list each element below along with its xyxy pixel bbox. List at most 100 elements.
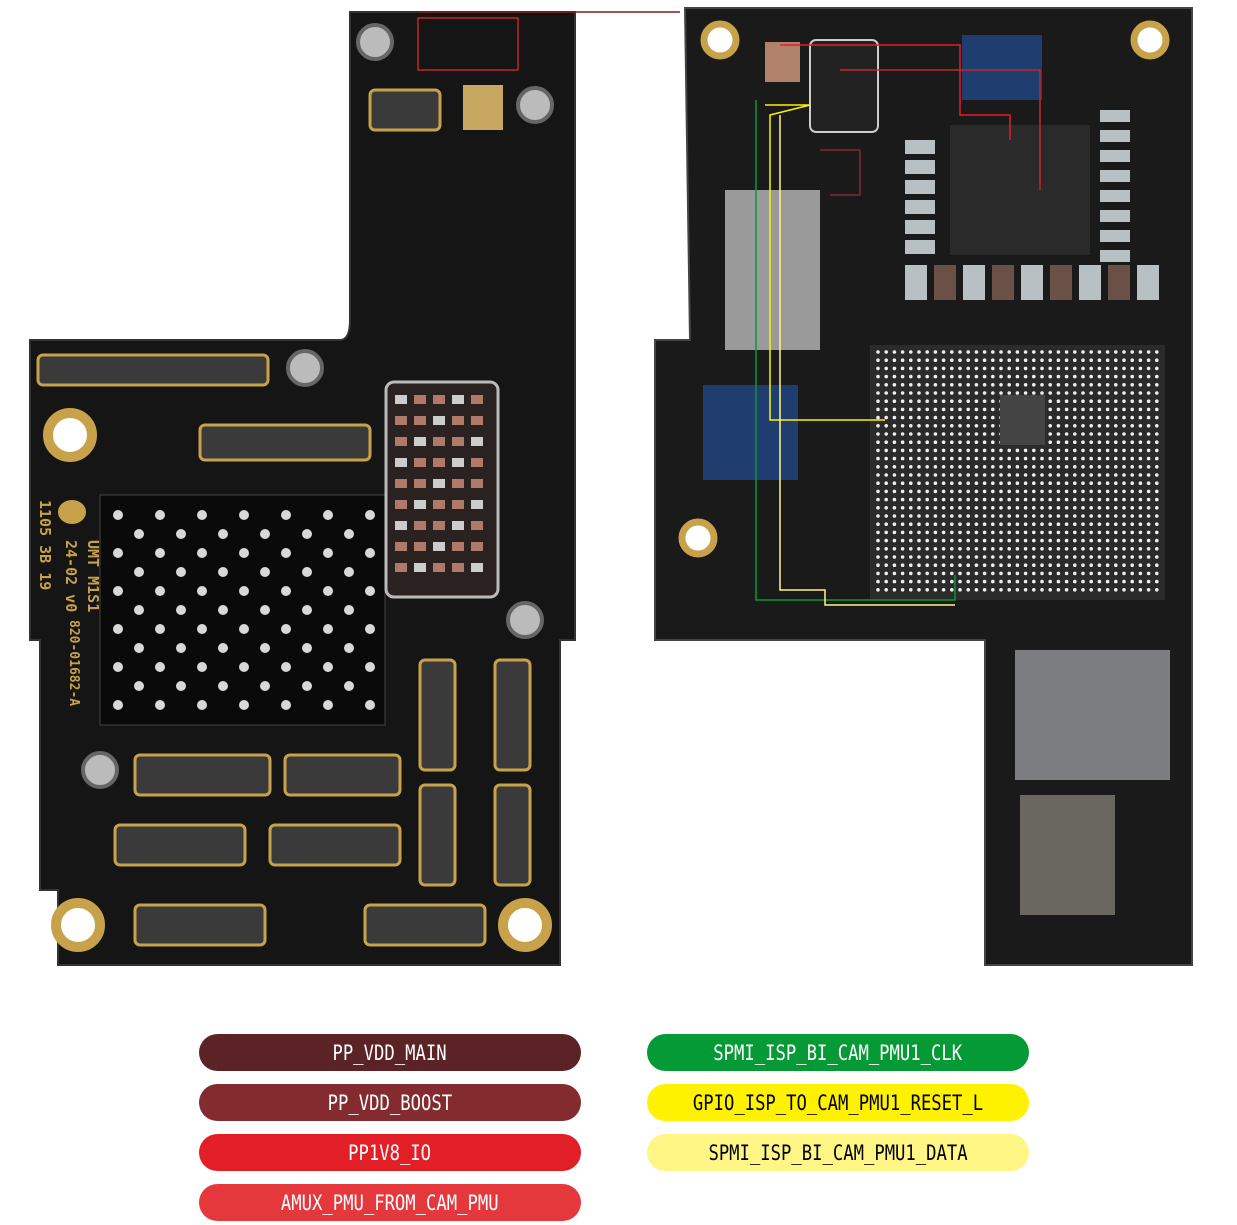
bga-ball: [958, 481, 962, 486]
component: [414, 563, 426, 572]
bga-ball: [982, 571, 987, 576]
component: [905, 160, 935, 174]
flex-connector: [283, 753, 402, 797]
bga-ball: [966, 448, 970, 453]
bga-ball: [950, 506, 954, 510]
bga-ball: [1155, 448, 1159, 453]
bga-ball: [884, 514, 888, 518]
bga-ball: [958, 440, 962, 445]
bga-ball: [909, 473, 913, 477]
bga-ball: [991, 481, 995, 486]
bga-ball: [974, 465, 979, 469]
bga-ball: [900, 563, 905, 567]
legend-label: PP_VDD_MAIN: [332, 1040, 448, 1065]
bga-ball: [1105, 440, 1110, 445]
bga-ball: [1007, 506, 1011, 510]
bga-ball: [134, 567, 144, 577]
bga-ball: [966, 579, 970, 584]
bga-ball: [876, 399, 880, 404]
bga-ball: [1056, 579, 1061, 584]
bga-ball: [155, 548, 165, 558]
bga-ball: [1122, 391, 1126, 395]
bga-ball: [974, 350, 979, 354]
bga-ball: [991, 358, 995, 363]
shield-can: [1020, 795, 1115, 915]
bga-ball: [876, 538, 880, 543]
bga-ball: [1032, 522, 1036, 526]
bga-ball: [365, 548, 375, 558]
bga-ball: [1114, 563, 1118, 567]
bga-ball: [1056, 497, 1061, 502]
bga-ball: [991, 571, 995, 576]
bga-ball: [982, 383, 987, 387]
bga-ball: [933, 588, 938, 592]
bga-ball: [892, 481, 897, 486]
legend-label: GPIO_ISP_TO_CAM_PMU1_RESET_L: [692, 1090, 984, 1115]
bga-ball: [1015, 465, 1020, 469]
bga-ball: [1023, 555, 1028, 559]
bga-ball: [1122, 456, 1126, 461]
bga-ball: [950, 497, 954, 502]
component: [433, 542, 445, 551]
bga-ball: [900, 374, 905, 379]
bga-ball: [876, 563, 880, 567]
bga-ball: [884, 489, 888, 494]
bga-ball: [1122, 530, 1126, 535]
bga-ball: [1073, 399, 1077, 404]
bga-ball: [950, 522, 954, 526]
bga-ball: [365, 586, 375, 596]
bga-ball: [1155, 563, 1159, 567]
bga-ball: [958, 374, 962, 379]
bga-ball: [933, 489, 938, 494]
bga-ball: [1105, 473, 1110, 477]
bga-ball: [1032, 456, 1036, 461]
bga-ball: [1122, 415, 1126, 420]
bga-ball: [1064, 448, 1069, 453]
bga-ball: [917, 489, 921, 494]
bga-ball: [950, 448, 954, 453]
bga-ball: [999, 555, 1003, 559]
bga-ball: [1146, 571, 1151, 576]
bga-ball: [1122, 465, 1126, 469]
bga-ball: [197, 624, 207, 634]
flex-connector: [268, 823, 402, 867]
bga-ball: [155, 586, 165, 596]
bga-ball: [1032, 514, 1036, 518]
bga-ball: [1138, 424, 1143, 428]
bga-ball: [933, 530, 938, 535]
bga-ball: [1064, 432, 1069, 436]
bga-ball: [974, 538, 979, 543]
bga-ball: [1015, 366, 1020, 371]
bga-ball: [1015, 481, 1020, 486]
component: [414, 437, 426, 446]
bga-ball: [1155, 374, 1159, 379]
bga-ball: [933, 579, 938, 584]
mounting-hole: [498, 898, 552, 952]
component: [414, 458, 426, 467]
silkscreen-text: 1105 3B 19: [36, 500, 54, 590]
bga-ball: [1023, 448, 1028, 453]
bga-ball: [1015, 571, 1020, 576]
bga-ball: [1023, 465, 1028, 469]
bga-ball: [892, 497, 897, 502]
bga-ball: [113, 700, 123, 710]
bga-ball: [1073, 374, 1077, 379]
bga-ball: [917, 432, 921, 436]
component: [395, 563, 407, 572]
bga-ball: [991, 579, 995, 584]
bga-ball: [1097, 588, 1102, 592]
bga-ball: [1089, 481, 1093, 486]
bga-ball: [260, 529, 270, 539]
bga-ball: [1023, 350, 1028, 354]
bga-ball: [933, 415, 938, 420]
bga-ball: [1130, 415, 1134, 420]
bga-ball: [1089, 506, 1093, 510]
bga-ball: [909, 571, 913, 576]
bga-ball: [900, 522, 905, 526]
bga-ball: [1040, 571, 1044, 576]
bga-ball: [1040, 374, 1044, 379]
bga-ball: [134, 529, 144, 539]
bga-ball: [1081, 415, 1085, 420]
bga-ball: [1089, 489, 1093, 494]
bga-ball: [302, 605, 312, 615]
